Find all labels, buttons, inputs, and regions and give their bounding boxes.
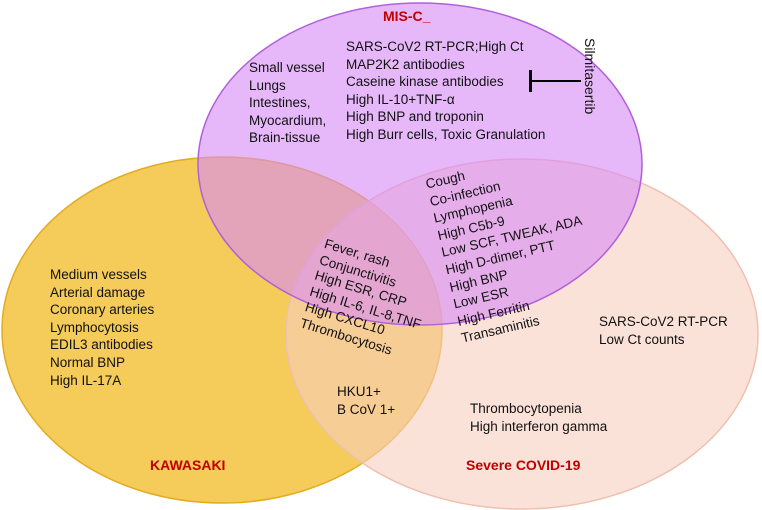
kawasaki-item: Coronary arteries [50, 302, 155, 318]
kawasaki-covid-item: HKU1+ [337, 384, 381, 399]
drug-label: Silmitasertib [582, 38, 598, 115]
misc-finding-item: High IL-10+TNF-α [346, 91, 455, 107]
misc-finding-item: Caseine kinase antibodies [346, 74, 504, 90]
misc-organ-item: Lungs [249, 77, 286, 93]
misc-organ-item: Small vessel [249, 60, 325, 75]
kawasaki-item: EDIL3 antibodies [50, 337, 153, 353]
misc-organ-item: Intestines, [249, 95, 311, 111]
covid-finding-item: High interferon gamma [470, 418, 608, 434]
kawasaki-title: KAWASAKI [150, 457, 226, 473]
misc-finding-item: SARS-CoV2 RT-PCR;High Ct [346, 39, 524, 54]
covid-pcr-item: SARS-CoV2 RT-PCR [599, 314, 728, 329]
misc-findings-list: SARS-CoV2 RT-PCR;High Ct MAP2K2 antibodie… [346, 38, 545, 144]
kawasaki-item: High IL-17A [50, 372, 122, 388]
misc-title: MIS-C_ [383, 8, 431, 24]
covid-pcr-list: SARS-CoV2 RT-PCR Low Ct counts [599, 313, 728, 348]
misc-organ-item: Myocardium, [249, 112, 327, 128]
misc-finding-item: High BNP and troponin [346, 109, 484, 125]
covid-finding-item: Thrombocytopenia [470, 401, 582, 416]
kawasaki-covid-item: B CoV 1+ [337, 401, 396, 417]
misc-organ-item: Brain-tissue [249, 130, 321, 146]
kawasaki-item: Lymphocytosis [50, 319, 139, 335]
kawasaki-item: Normal BNP [50, 354, 126, 370]
covid-pcr-item: Low Ct counts [599, 331, 685, 347]
misc-finding-item: MAP2K2 antibodies [346, 56, 465, 72]
kawasaki-item: Medium vessels [50, 267, 147, 282]
inhibition-bar [529, 70, 532, 92]
covid-title: Severe COVID-19 [466, 457, 581, 473]
inhibition-line [531, 80, 581, 82]
kawasaki-item: Arterial damage [50, 284, 146, 300]
kawasaki-covid-list: HKU1+ B CoV 1+ [337, 383, 395, 418]
misc-finding-item: High Burr cells, Toxic Granulation [346, 126, 546, 142]
